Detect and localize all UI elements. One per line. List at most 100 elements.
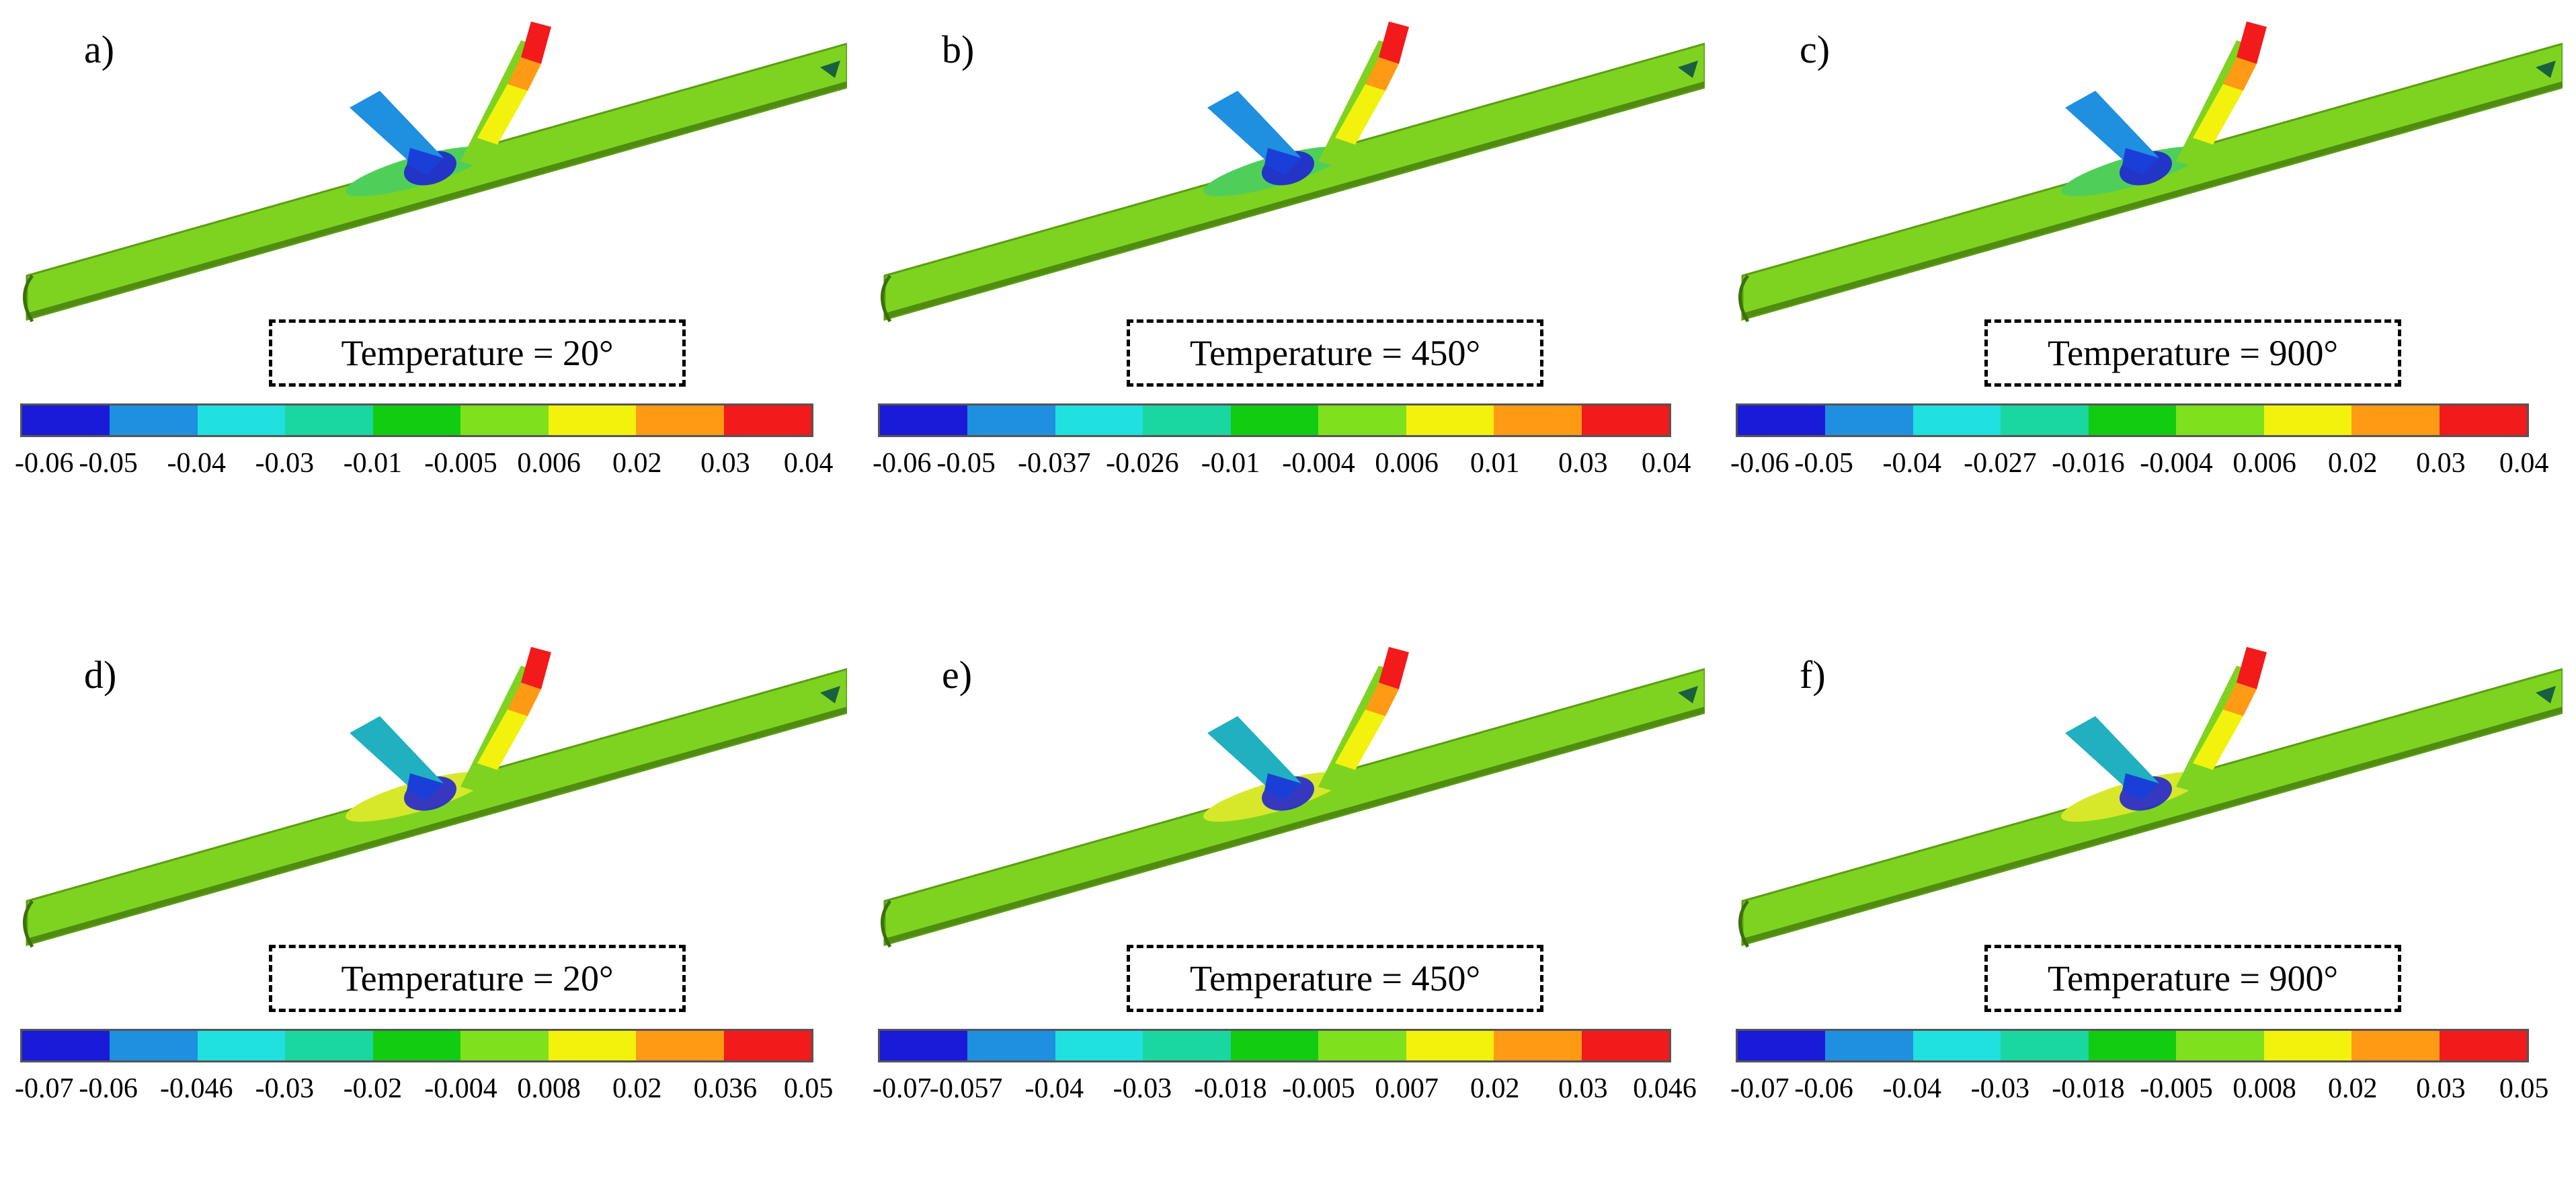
colorbar-swatch (2351, 1031, 2440, 1060)
colorbar-tick-label: -0.01 (343, 448, 403, 479)
pipe-contour-figure (23, 647, 847, 948)
right-branch-hot (1379, 647, 1409, 689)
colorbar-tick-label: 0.03 (1558, 448, 1608, 479)
colorbar-tick-label: 0.006 (2232, 448, 2296, 479)
colorbar-tick-label: -0.01 (1201, 448, 1260, 479)
pipe-contour-figure (881, 647, 1705, 948)
panel-label: d) (84, 653, 117, 697)
temperature-label: Temperature = 450° (1127, 319, 1543, 387)
colorbar-tick-label: -0.057 (929, 1073, 1003, 1104)
colorbar-tick-label: -0.005 (1282, 1073, 1355, 1104)
temperature-label: Temperature = 450° (1127, 945, 1543, 1012)
panel-label: c) (1800, 28, 1830, 71)
colorbar-tick-label: -0.026 (1106, 448, 1179, 479)
pipe-opening-right (820, 686, 840, 703)
right-branch-hot (2237, 647, 2267, 689)
colorbar-swatch (372, 1031, 461, 1060)
colorbar-tick-label: 0.02 (1470, 1073, 1520, 1104)
pipe-edge (883, 707, 1705, 944)
temperature-label: Temperature = 20° (269, 319, 686, 387)
panel-label: b) (942, 28, 975, 71)
colorbar-tick-label: -0.06 (873, 448, 932, 479)
colorbar-tick-label: 0.02 (2328, 448, 2378, 479)
contour-panel-f: f) Temperature = 900° -0.07-0.06-0.04-0.… (1729, 639, 2563, 1123)
pipe-opening-right (2536, 61, 2556, 78)
colorbar-tick-label: -0.004 (1282, 448, 1355, 479)
colorbar-tick-label: -0.07 (873, 1073, 932, 1104)
colorbar-tick-label: 0.04 (2499, 448, 2549, 479)
left-branch-root (1264, 148, 1301, 175)
colorbar-tick-label: -0.04 (1882, 1073, 1941, 1104)
colorbar-swatch (1230, 1031, 1319, 1060)
colorbar-swatch (2263, 1031, 2352, 1060)
colorbar-tick-label: 0.02 (2328, 1073, 2378, 1104)
colorbar-tick-label: 0.02 (612, 448, 662, 479)
colorbar-swatch (2088, 1031, 2177, 1060)
colorbar-tick-label: 0.036 (693, 1073, 758, 1104)
pipe-opening-left (1738, 900, 1750, 948)
colorbar-tick-label: -0.03 (1970, 1073, 2030, 1104)
colorbar-tick-label: -0.06 (79, 1073, 138, 1104)
colorbar-tick-label: -0.004 (2140, 448, 2213, 479)
right-branch-warm (1365, 683, 1399, 716)
colorbar-tick-label: 0.008 (2232, 1073, 2296, 1104)
colorbar-tick-label: 0.04 (783, 448, 834, 479)
colorbar-swatch (967, 405, 1055, 435)
colorbar-swatch (1318, 1031, 1406, 1060)
colorbar-tick-label: 0.01 (1470, 448, 1520, 479)
colorbar-legend (878, 1029, 1671, 1062)
colorbar-tick-label: 0.007 (1375, 1073, 1439, 1104)
right-branch-mid (1335, 84, 1385, 145)
pipe-opening-left (1738, 274, 1750, 323)
left-branch-root (2122, 773, 2159, 800)
colorbar-tick-label: -0.06 (15, 448, 74, 479)
right-branch-warm (2223, 683, 2257, 716)
panel-label: e) (942, 653, 973, 697)
right-branch-warm (508, 683, 541, 716)
pipe-opening-right (1678, 61, 1698, 78)
right-branch-mid (1335, 709, 1385, 770)
right-branch-mid (477, 709, 528, 770)
temperature-label: Temperature = 900° (1984, 319, 2401, 387)
colorbar-legend (20, 1029, 813, 1062)
colorbar-swatch (1913, 1031, 2001, 1060)
colorbar-swatch (460, 405, 549, 435)
colorbar-swatch (1055, 405, 1143, 435)
colorbar-swatch (1143, 1031, 1231, 1060)
left-branch-root (407, 773, 444, 800)
pipe-edge (26, 81, 847, 319)
pipe-contour-figure (23, 22, 847, 323)
colorbar-tick-label: 0.04 (1641, 448, 1691, 479)
colorbar-tick-label: 0.03 (700, 448, 750, 479)
pipe-edge (1741, 707, 2563, 944)
left-branch-root (1264, 773, 1301, 800)
pipe-edge (26, 707, 847, 944)
colorbar-swatch (1406, 405, 1494, 435)
colorbar-tick-label: -0.04 (167, 448, 226, 479)
panel-label: a) (84, 28, 115, 71)
pipe-opening-right (1678, 686, 1698, 703)
pipe-opening-left (23, 900, 34, 948)
colorbar-tick-label: -0.02 (343, 1073, 403, 1104)
colorbar-swatch (2263, 405, 2352, 435)
colorbar-swatch (285, 1031, 373, 1060)
colorbar-tick-label: 0.05 (783, 1073, 834, 1104)
colorbar-swatch (2088, 405, 2177, 435)
right-branch-warm (508, 57, 541, 91)
colorbar-tick-label: -0.03 (1113, 1073, 1172, 1104)
pipe-opening-left (23, 274, 34, 323)
pipe-contour-figure (1738, 647, 2563, 948)
pipe-edge (1741, 81, 2563, 319)
colorbar-legend (20, 403, 813, 437)
right-branch-warm (2223, 57, 2257, 91)
colorbar-swatch (548, 1031, 637, 1060)
colorbar-swatch (1494, 405, 1582, 435)
colorbar-swatch (1494, 1031, 1582, 1060)
colorbar-swatch (636, 405, 724, 435)
colorbar-swatch (110, 405, 198, 435)
pipe-opening-left (881, 900, 892, 948)
colorbar-tick-label: -0.07 (1730, 1073, 1789, 1104)
colorbar-swatch (548, 405, 637, 435)
